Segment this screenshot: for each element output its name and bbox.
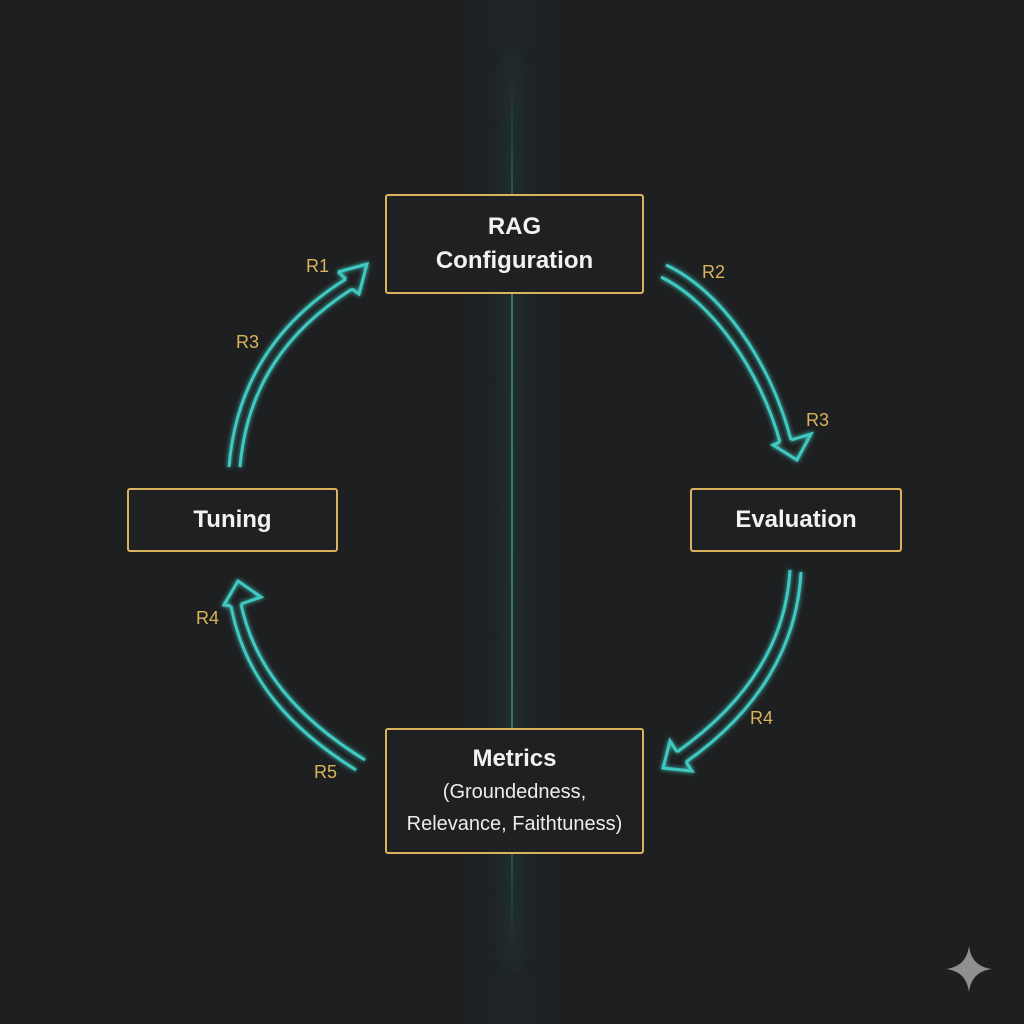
node-metrics-title: Metrics <box>472 745 557 772</box>
node-rag-line2: Configuration <box>435 247 594 274</box>
edge-label-r1: R1 <box>306 256 330 276</box>
node-tuning[interactable]: Tuning <box>127 488 338 552</box>
edge-label-r5: R5 <box>314 762 338 782</box>
edge-label-r4-left: R4 <box>196 608 220 628</box>
node-evaluation[interactable]: Evaluation <box>690 488 902 552</box>
arrow-tuning-to-rag <box>227 261 370 468</box>
node-metrics[interactable]: Metrics (Groundedness, Relevance, Faitht… <box>385 728 644 854</box>
edge-label-r3-right: R3 <box>806 410 830 430</box>
sparkle-icon <box>946 946 992 992</box>
arrow-evaluation-to-metrics <box>661 569 803 773</box>
center-divider-line <box>511 60 513 960</box>
node-metrics-line3: Relevance, Faithtuness) <box>406 813 623 835</box>
node-tuning-label: Tuning <box>193 506 272 533</box>
node-rag-line1: RAG <box>487 213 542 240</box>
arrow-rag-to-evaluation <box>660 263 815 463</box>
node-evaluation-label: Evaluation <box>735 506 857 533</box>
node-metrics-line2: (Groundedness, <box>442 781 587 803</box>
edge-label-r3-left: R3 <box>236 332 260 352</box>
edge-label-r2: R2 <box>702 262 726 282</box>
node-rag-configuration[interactable]: RAG Configuration <box>385 194 644 294</box>
arrow-metrics-to-tuning <box>221 578 366 772</box>
edge-label-r4-right: R4 <box>750 708 774 728</box>
